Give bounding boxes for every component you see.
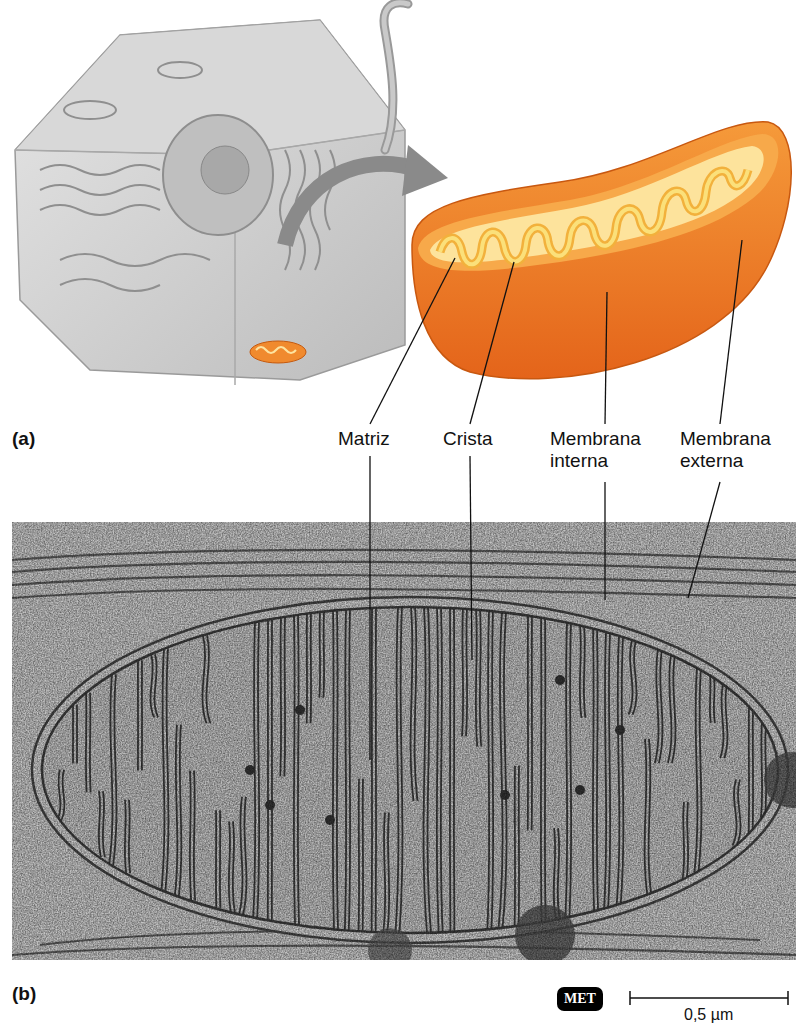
scale-label: 0,5 µm [684,1005,733,1024]
zoom-arrow [285,164,420,245]
mitochondrion-illustration [412,122,791,379]
panel-letter: (a) [12,428,35,450]
cell-illustration [15,3,408,385]
leader-lines [370,240,742,760]
method-badge: MET [557,987,603,1011]
part-label: Membrana interna [550,428,650,472]
zoom-arrowhead [402,145,448,196]
scale-bar [630,991,788,1005]
part-label: Matriz [338,428,390,450]
part-label: Membrana externa [680,428,780,472]
part-label: Crista [443,428,493,450]
panel-letter: (b) [12,983,36,1005]
badge-text: MET [564,991,596,1007]
tem-micrograph [12,522,796,960]
